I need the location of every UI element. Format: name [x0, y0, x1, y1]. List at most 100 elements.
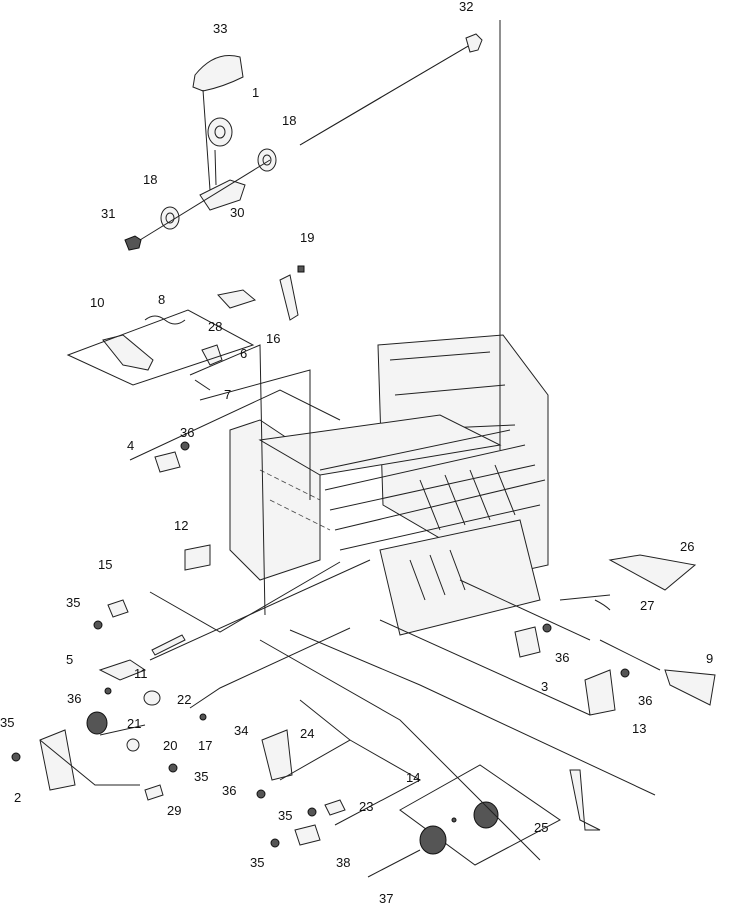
part-9-lever [664, 669, 716, 706]
part-15-clip [107, 599, 129, 618]
callout-27: 27 [640, 598, 654, 613]
part-13-bracket [584, 669, 616, 716]
bushing-right [257, 148, 277, 172]
callout-19: 19 [300, 230, 314, 245]
part-2-side-plate [39, 729, 76, 791]
callout-28: 28 [208, 319, 222, 334]
part-12-label [184, 544, 211, 571]
callout-38: 38 [336, 855, 350, 870]
callout-23: 23 [359, 799, 373, 814]
callout-36e: 36 [638, 693, 652, 708]
callout-35e: 35 [250, 855, 264, 870]
part-11-strip [151, 634, 186, 656]
callout-18b: 18 [143, 172, 157, 187]
part-8-spring [144, 315, 186, 325]
callout-36c: 36 [222, 783, 236, 798]
part-20-bushing [126, 738, 140, 752]
callout-22: 22 [177, 692, 191, 707]
callout-13: 13 [632, 721, 646, 736]
part-27-spring [594, 599, 611, 611]
callout-16: 16 [266, 331, 280, 346]
main-chassis [229, 334, 549, 636]
callout-35b: 35 [0, 715, 14, 730]
callout-29: 29 [167, 803, 181, 818]
callout-2: 2 [14, 790, 21, 805]
callout-5: 5 [66, 652, 73, 667]
callout-3: 3 [541, 679, 548, 694]
callout-9: 9 [706, 651, 713, 666]
screw-35b-icon [11, 752, 21, 762]
part-28-lever [217, 289, 257, 309]
callout-17: 17 [198, 738, 212, 753]
callout-14: 14 [406, 770, 420, 785]
screw-36c-icon [256, 789, 266, 799]
leader-lines [39, 20, 661, 861]
callout-12: 12 [174, 518, 188, 533]
callout-36b: 36 [67, 691, 81, 706]
callout-37: 37 [379, 891, 393, 906]
screw-36b-icon [104, 687, 112, 695]
callout-35a: 35 [66, 595, 80, 610]
screw-36d-icon [542, 623, 552, 633]
shaft-end-clip [465, 33, 483, 53]
gear-large [473, 801, 499, 829]
screw-35e-icon [270, 838, 280, 848]
callout-24: 24 [300, 726, 314, 741]
callout-31: 31 [101, 206, 115, 221]
screw-35d-icon [307, 807, 317, 817]
screw-35c-icon [168, 763, 178, 773]
part-5-foot [98, 659, 147, 681]
callout-6: 6 [240, 346, 247, 361]
callout-21: 21 [127, 716, 141, 731]
callout-10: 10 [90, 295, 104, 310]
callouts: 33 32 1 18 18 31 30 19 10 8 28 16 6 7 36… [0, 0, 713, 906]
callout-11: 11 [134, 666, 148, 681]
callout-7: 7 [224, 387, 231, 402]
part-3-bracket [514, 626, 541, 658]
parts [11, 265, 716, 878]
gear-left [419, 825, 447, 855]
pickup-roller [207, 117, 233, 147]
part-24-bracket [261, 729, 293, 781]
callout-4: 4 [127, 438, 134, 453]
part-7-spring [194, 379, 211, 391]
shaft-left-clip [124, 235, 142, 251]
part-6-latch [201, 344, 223, 366]
roller-cover [192, 55, 244, 92]
callout-26: 26 [680, 539, 694, 554]
part-22-gear [143, 690, 161, 706]
callout-35c: 35 [194, 769, 208, 784]
screw-36e-icon [620, 668, 630, 678]
part-4-plate [154, 451, 181, 473]
callout-34: 34 [234, 723, 248, 738]
callout-15: 15 [98, 557, 112, 572]
callout-25: 25 [534, 820, 548, 835]
screw-35a-icon [93, 620, 103, 630]
part-14-gear-frame [399, 764, 561, 866]
callout-33: 33 [213, 21, 227, 36]
part-16-arm [279, 274, 299, 321]
callout-35d: 35 [278, 808, 292, 823]
callout-20: 20 [163, 738, 177, 753]
callout-1: 1 [252, 85, 259, 100]
callout-32: 32 [459, 0, 473, 14]
part-25-frame [569, 769, 601, 831]
roller-holder [199, 179, 246, 211]
callout-30: 30 [230, 205, 244, 220]
part-21-gear [86, 711, 108, 735]
part-38-bracket [294, 824, 321, 846]
bushing-left [160, 206, 180, 230]
callout-8: 8 [158, 292, 165, 307]
part-17-screw [199, 713, 207, 721]
part-26-lever [608, 554, 697, 591]
part-23-bracket [324, 799, 346, 816]
part-10-bracket [102, 334, 154, 371]
callout-36a: 36 [180, 425, 194, 440]
roller-assembly [124, 33, 483, 251]
part-29-pin [144, 784, 164, 801]
part-19-pin [297, 265, 305, 273]
callout-18a: 18 [282, 113, 296, 128]
screw-36a-icon [180, 441, 190, 451]
right-frame-plate [377, 334, 549, 576]
